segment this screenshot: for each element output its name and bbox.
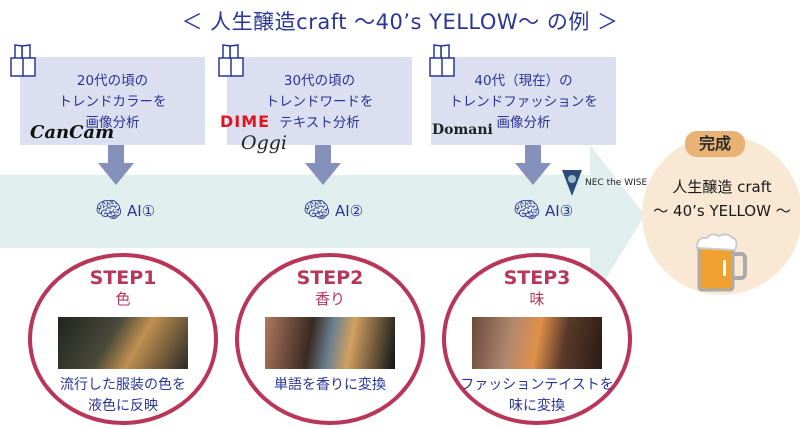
process-band: [0, 175, 595, 248]
box-line: 30代の頃の: [283, 73, 356, 89]
step-2: STEP2 香り 単語を香りに変換: [235, 253, 425, 425]
beer-photo: [265, 317, 395, 369]
box-line: 40代（現在）の: [474, 73, 573, 89]
brain-icon: 🧠︎: [95, 198, 123, 223]
book-icon: [10, 44, 36, 77]
down-arrow-icon: [515, 145, 551, 185]
box-line: トレンドワードを: [265, 94, 374, 110]
ai-2: 🧠︎AI②: [303, 198, 363, 223]
nec-wise-logo: NEC the WISE: [562, 170, 647, 196]
complete-badge: 完成: [685, 131, 745, 157]
domani-logo: Domani: [432, 122, 493, 138]
beer-photo: [58, 317, 188, 369]
step-title: STEP1: [89, 267, 157, 289]
brain-icon: 🧠︎: [303, 198, 331, 223]
ai-label: AI③: [544, 201, 574, 220]
dime-logo: DIME: [220, 112, 271, 131]
step-1: STEP1 色 流行した服装の色を液色に反映: [28, 253, 218, 425]
ai-1: 🧠︎AI①: [95, 198, 155, 223]
box-line: トレンドファッションを: [449, 94, 598, 110]
product-name-line1: 人生醸造 craft: [672, 178, 772, 196]
step-subtitle: 色: [115, 290, 131, 308]
source-box-2: 30代の頃の トレンドワードを テキスト分析: [227, 57, 412, 145]
brain-icon: 🧠︎: [513, 198, 541, 223]
step-desc: 液色に反映: [88, 398, 158, 414]
step-title: STEP2: [296, 267, 364, 289]
step-desc: 流行した服装の色を: [60, 377, 186, 393]
nec-logo-text: NEC the WISE: [585, 178, 648, 188]
step-3: STEP3 味 ファッションテイストを味に変換: [442, 253, 632, 425]
source-box-3: 40代（現在）の トレンドファッションを 画像分析: [431, 57, 616, 145]
step-desc: 味に変換: [509, 398, 565, 414]
beer-photo: [472, 317, 602, 369]
final-product-name: 人生醸造 craft ～ 40’s YELLOW ～: [638, 175, 800, 223]
oggi-logo: Oggi: [241, 132, 287, 154]
down-arrow-icon: [305, 145, 341, 185]
step-subtitle: 味: [529, 290, 545, 308]
cancam-logo: CanCam: [30, 122, 115, 143]
ai-3: 🧠︎AI③: [513, 198, 573, 223]
band-arrowhead: [590, 145, 645, 291]
page-title: ＜ 人生醸造craft ～40’s YELLOW～ の例 ＞: [181, 10, 619, 34]
step-desc: 単語を香りに変換: [274, 377, 386, 393]
box-line: 画像分析: [85, 115, 140, 131]
book-icon: [218, 44, 244, 77]
product-name-line2: ～ 40’s YELLOW ～: [653, 202, 791, 220]
box-line: 20代の頃の: [76, 73, 149, 89]
nec-emblem-icon: [562, 170, 582, 196]
box-line: テキスト分析: [279, 115, 360, 131]
down-arrow-icon: [98, 145, 134, 185]
beer-mug-icon: [695, 233, 747, 292]
book-icon: [429, 44, 455, 77]
step-title: STEP3: [503, 267, 571, 289]
ai-label: AI②: [334, 201, 364, 220]
source-box-1: 20代の頃の トレンドカラーを 画像分析: [20, 57, 205, 145]
ai-label: AI①: [126, 201, 156, 220]
step-subtitle: 香り: [314, 290, 345, 308]
box-line: 画像分析: [496, 115, 551, 131]
box-line: トレンドカラーを: [58, 94, 167, 110]
step-desc: ファッションテイストを: [460, 377, 614, 393]
